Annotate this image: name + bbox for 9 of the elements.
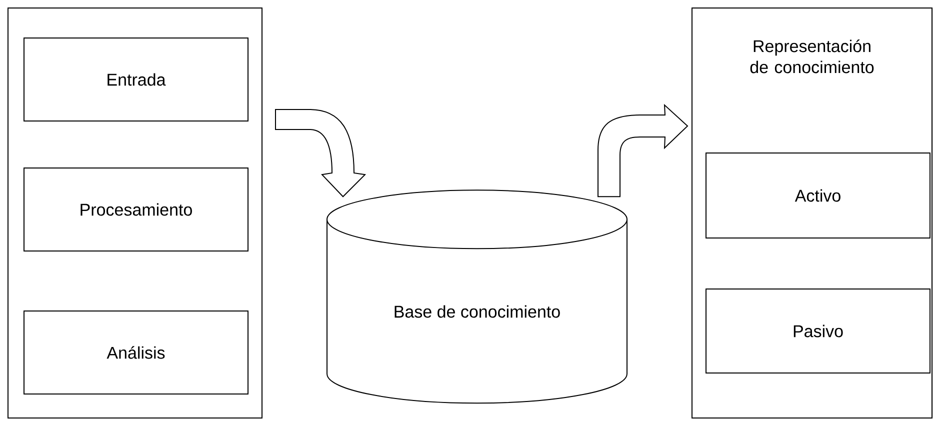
process-box: Entrada: [24, 38, 248, 122]
block-arrow: [598, 104, 688, 198]
process-box: Activo: [706, 152, 931, 238]
block-arrow: [275, 109, 366, 198]
process-box: Procesamiento: [24, 168, 248, 252]
database-cylinder: Base de conocimiento: [326, 190, 628, 404]
process-box: Pasivo: [706, 288, 931, 374]
panel-box: [8, 8, 262, 418]
process-box: Análisis: [24, 310, 248, 394]
